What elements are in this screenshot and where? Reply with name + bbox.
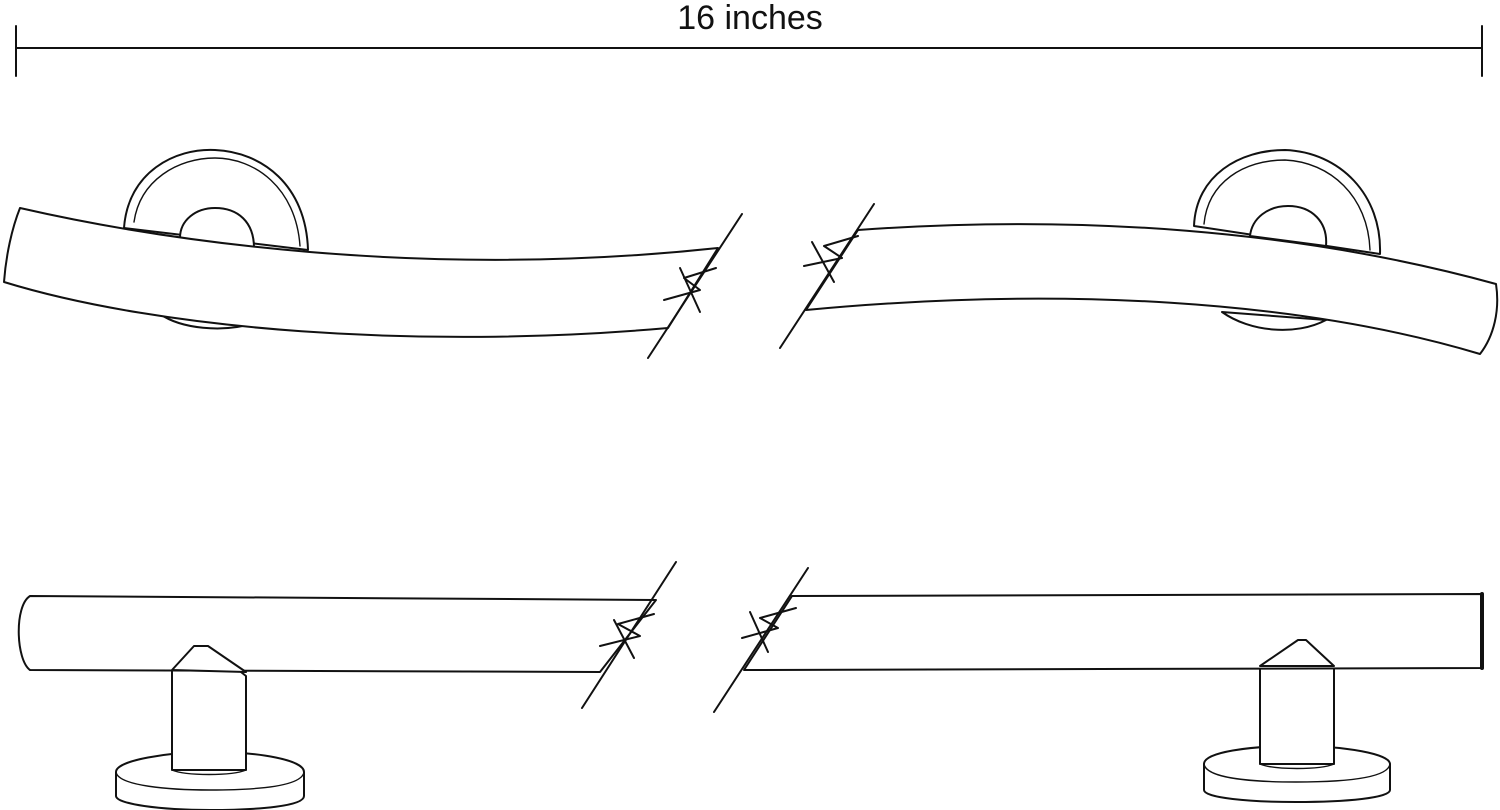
top-left-bar <box>3 207 719 338</box>
top-right-bar <box>805 223 1499 355</box>
side-left-bar <box>17 595 657 673</box>
top-right-flange <box>1193 149 1382 331</box>
side-left-post <box>115 645 305 810</box>
dimension-line <box>15 25 1483 77</box>
side-left-break-mark <box>581 561 677 709</box>
top-view <box>3 148 1499 359</box>
dimension-label: 16 inches <box>677 0 823 37</box>
side-right-break-mark <box>713 567 809 713</box>
top-left-break-mark <box>647 213 743 359</box>
top-right-break-mark <box>779 203 875 349</box>
side-view <box>17 561 1484 810</box>
side-right-bar <box>743 593 1483 671</box>
